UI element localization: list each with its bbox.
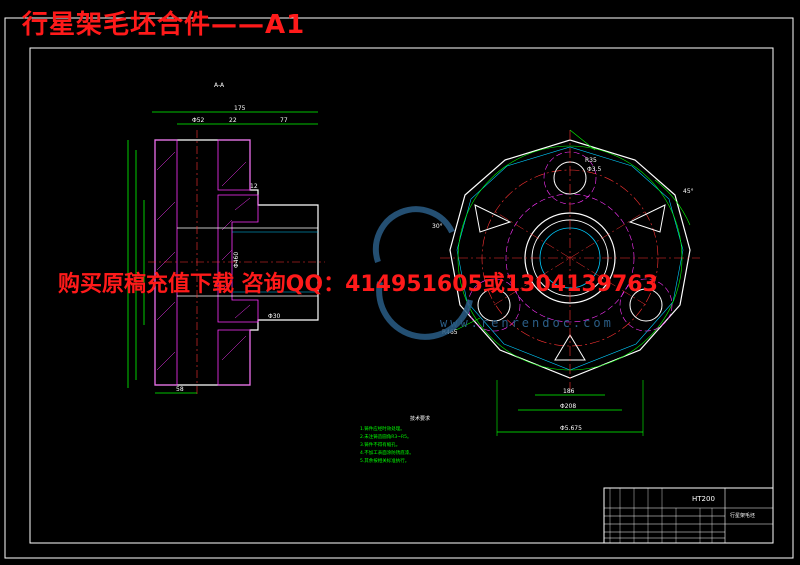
- note-line-4: 4.不加工表面涂防锈底漆。: [360, 449, 414, 456]
- note-line-2: 2.未注铸造圆角R3~R5。: [360, 433, 412, 440]
- section-view: A-A 175 Φ52 22 77 Φ460: [127, 82, 325, 395]
- material-label: HT200: [692, 495, 715, 503]
- watermark-site: www.renrendoc.com: [440, 316, 614, 330]
- dim-45deg: 45°: [683, 188, 694, 195]
- dim-30: Φ30: [268, 313, 281, 320]
- drawing-title: 行星架毛坯合件——A1: [22, 10, 306, 40]
- technical-notes: 技术要求 1.铸件应经时效处理。 2.未注铸造圆角R3~R5。 3.铸件不得有缩…: [360, 415, 430, 464]
- dim-30deg: 30°: [432, 223, 443, 230]
- part-name-label: 行星架毛坯: [730, 512, 755, 519]
- notes-heading: 技术要求: [410, 415, 430, 422]
- note-line-1: 1.铸件应经时效处理。: [360, 425, 405, 432]
- dim-35: Φ3.5: [587, 166, 601, 173]
- note-line-5: 5.其余按相关标准执行。: [360, 457, 409, 464]
- dim-452: Φ52: [192, 117, 205, 124]
- inner-frame: [29, 47, 774, 544]
- dim-5675: Φ5.675: [560, 425, 582, 432]
- dim-77: 77: [280, 117, 288, 124]
- watermark-contact: 购买原稿充值下载 咨询QQ：414951605或1304139763: [58, 272, 658, 297]
- dim-r35: R35: [585, 157, 597, 164]
- dim-22: 22: [229, 117, 237, 124]
- dim-186: 186: [563, 388, 575, 395]
- watermark-logo: [372, 206, 473, 340]
- title-block: HT200 行星架毛坯: [603, 487, 774, 544]
- dim-208: Φ208: [560, 403, 576, 410]
- dim-460: Φ460: [233, 252, 240, 268]
- outer-frame: [4, 17, 794, 559]
- dim-12: 12: [250, 183, 258, 190]
- note-line-3: 3.铸件不得有缩孔。: [360, 441, 400, 448]
- dim-175: 175: [234, 105, 246, 112]
- dim-58: 58: [176, 386, 184, 393]
- section-label: A-A: [214, 82, 225, 89]
